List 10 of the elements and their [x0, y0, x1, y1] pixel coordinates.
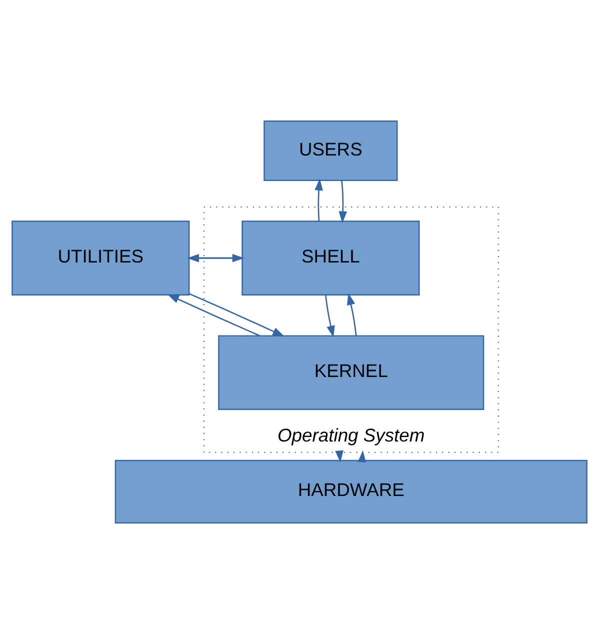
- node-box: UTILITIES: [12, 220, 190, 296]
- arrow: [189, 293, 284, 337]
- arrow: [338, 180, 348, 224]
- node-box: SHELL: [242, 220, 420, 296]
- arrow: [167, 294, 260, 336]
- arrow: [325, 294, 335, 338]
- arrow: [314, 178, 323, 222]
- node-box: KERNEL: [218, 335, 484, 410]
- arrow: [347, 293, 357, 336]
- node-box: USERS: [264, 120, 398, 181]
